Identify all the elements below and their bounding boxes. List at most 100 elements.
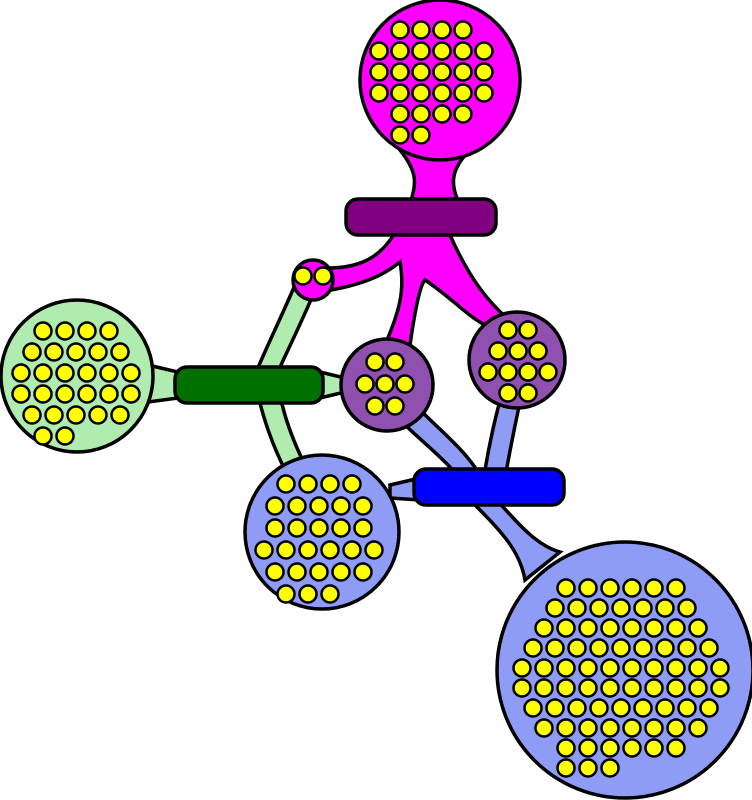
token — [666, 738, 686, 758]
token — [411, 20, 431, 40]
token — [385, 396, 405, 416]
token — [55, 426, 75, 446]
token — [121, 384, 141, 404]
token — [677, 638, 697, 658]
transition-blue — [412, 467, 566, 507]
token — [365, 396, 385, 416]
edges — [146, 148, 564, 584]
token — [298, 540, 318, 560]
token — [369, 83, 389, 103]
token — [254, 540, 274, 560]
token — [99, 321, 119, 341]
token — [622, 738, 642, 758]
token — [11, 363, 31, 383]
token — [512, 678, 532, 698]
token — [611, 698, 631, 718]
token — [688, 658, 708, 678]
token — [666, 578, 686, 598]
token — [369, 62, 389, 82]
token — [567, 598, 587, 618]
token — [121, 363, 141, 383]
token — [512, 658, 532, 678]
token — [342, 474, 362, 494]
token — [353, 562, 373, 582]
token — [353, 518, 373, 538]
token — [11, 384, 31, 404]
token — [528, 341, 548, 361]
token — [556, 578, 576, 598]
token — [556, 758, 576, 778]
token — [611, 598, 631, 618]
token — [453, 20, 473, 40]
token — [390, 41, 410, 61]
token — [600, 618, 620, 638]
token — [309, 562, 329, 582]
tokens — [11, 20, 730, 778]
token — [655, 638, 675, 658]
token — [498, 320, 518, 340]
token — [411, 41, 431, 61]
token — [534, 658, 554, 678]
token — [556, 738, 576, 758]
token — [22, 342, 42, 362]
token — [66, 342, 86, 362]
token — [677, 698, 697, 718]
token — [644, 718, 664, 738]
edge-blue-transition-to-big-blue — [466, 496, 564, 584]
token — [518, 362, 538, 382]
token — [508, 341, 528, 361]
token — [44, 405, 64, 425]
token — [677, 598, 697, 618]
token — [666, 718, 686, 738]
token — [309, 518, 329, 538]
token — [77, 384, 97, 404]
token — [453, 83, 473, 103]
token — [556, 678, 576, 698]
token — [600, 658, 620, 678]
token — [265, 518, 285, 538]
edge-right-purple-to-blue-transition — [483, 398, 523, 481]
token — [622, 578, 642, 598]
token — [589, 598, 609, 618]
token — [432, 41, 452, 61]
token — [265, 562, 285, 582]
token — [331, 518, 351, 538]
token — [355, 374, 375, 394]
token — [578, 578, 598, 598]
token — [644, 618, 664, 638]
token — [498, 383, 518, 403]
token — [411, 125, 431, 145]
token — [265, 496, 285, 516]
token — [453, 62, 473, 82]
token — [353, 496, 373, 516]
token — [99, 363, 119, 383]
token — [276, 474, 296, 494]
token — [534, 678, 554, 698]
token — [567, 698, 587, 718]
token — [375, 374, 395, 394]
token — [534, 718, 554, 738]
token — [710, 658, 730, 678]
token — [600, 578, 620, 598]
token — [556, 658, 576, 678]
token — [600, 678, 620, 698]
token — [432, 20, 452, 40]
token — [688, 718, 708, 738]
token — [390, 20, 410, 40]
token — [523, 698, 543, 718]
token — [77, 363, 97, 383]
token — [688, 678, 708, 698]
token — [699, 638, 719, 658]
token — [390, 104, 410, 124]
token — [298, 584, 318, 604]
token — [309, 496, 329, 516]
token — [293, 266, 313, 286]
token — [33, 363, 53, 383]
token — [99, 384, 119, 404]
token — [666, 658, 686, 678]
token — [545, 598, 565, 618]
token — [320, 474, 340, 494]
token — [453, 41, 473, 61]
token — [578, 718, 598, 738]
token — [313, 266, 333, 286]
